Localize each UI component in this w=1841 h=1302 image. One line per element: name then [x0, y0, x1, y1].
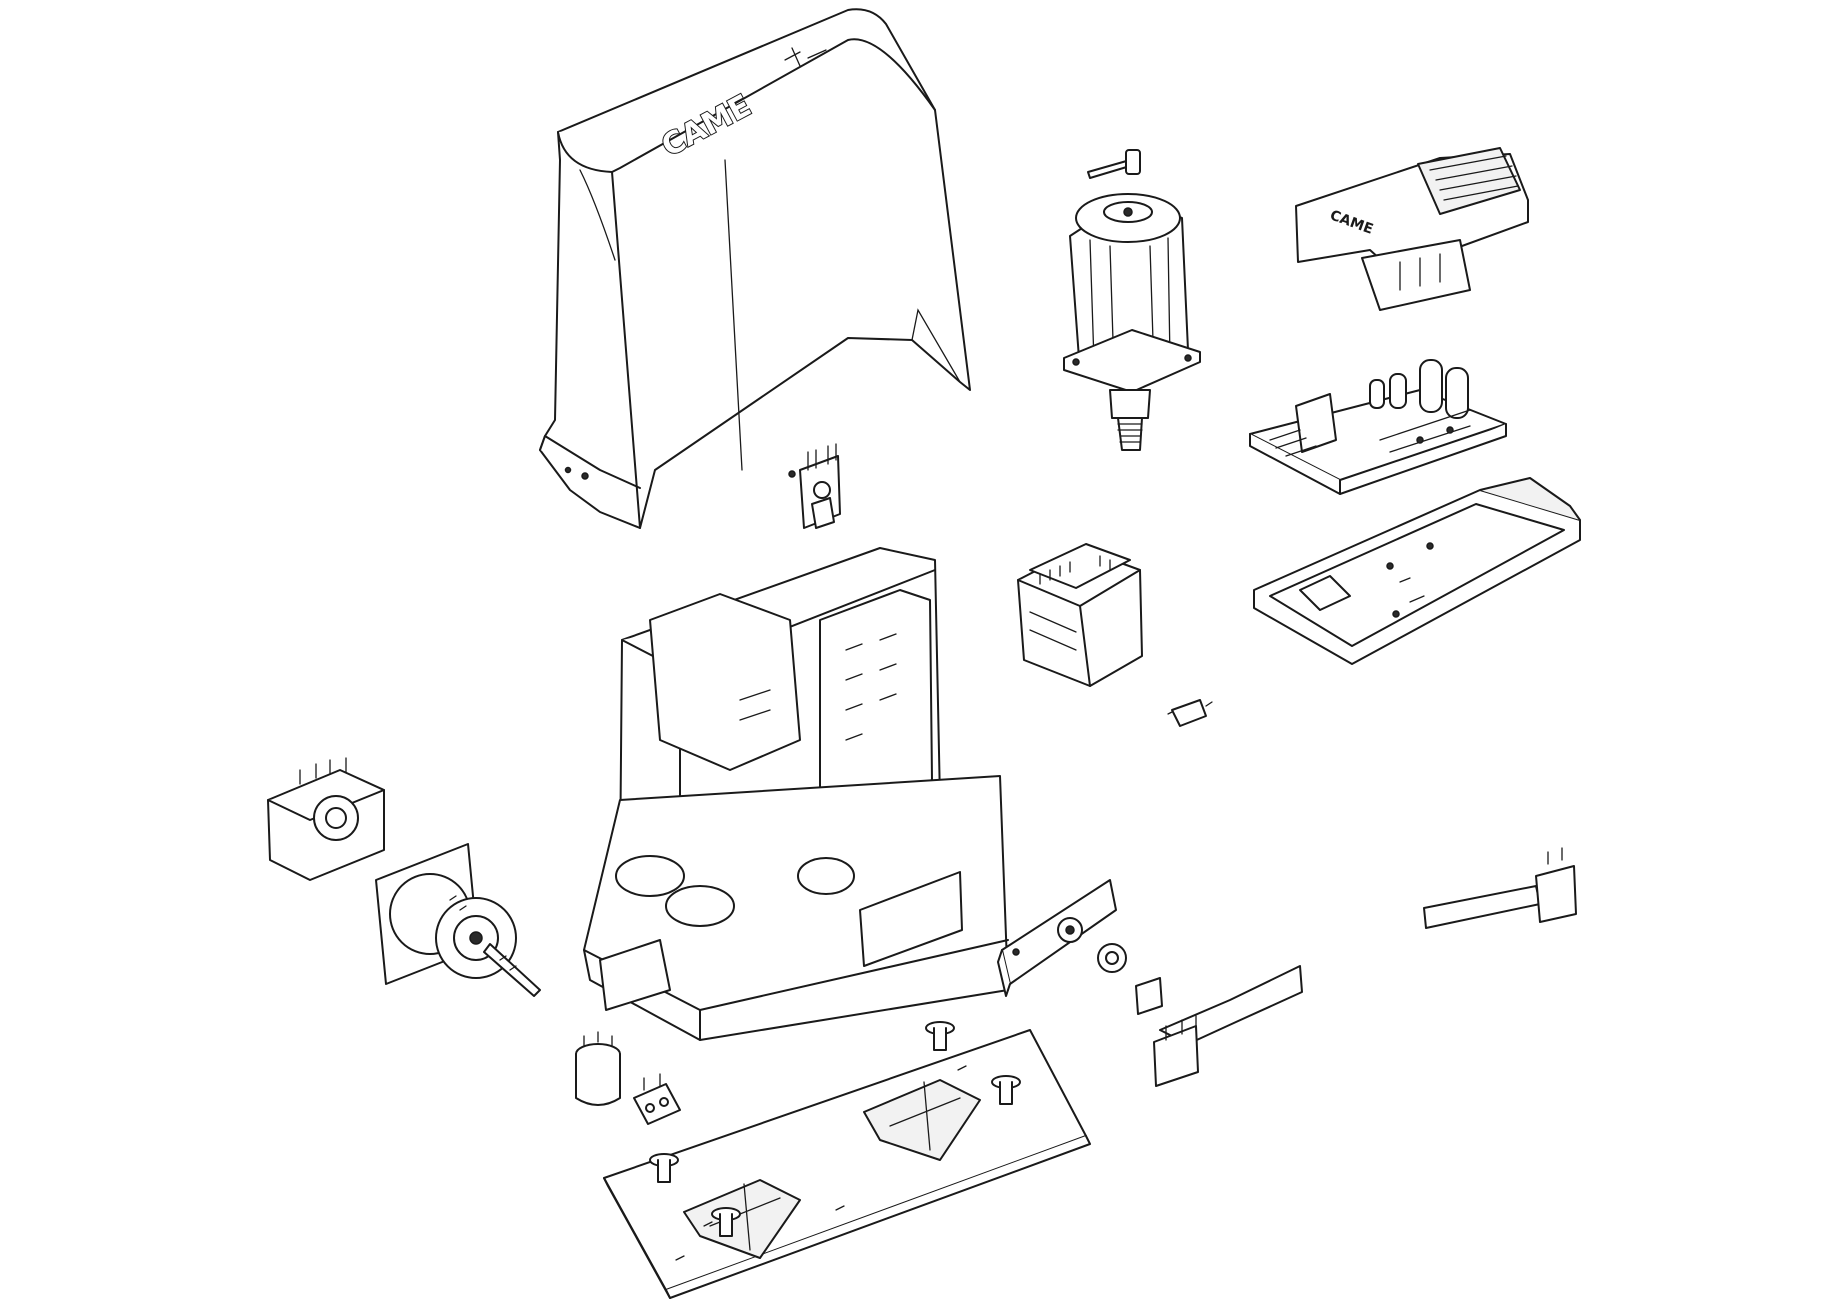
gearbox-icon [583, 547, 1009, 1041]
base-plate-icon [603, 1021, 1091, 1299]
transformer-icon [1017, 543, 1143, 687]
encoder-icon [267, 757, 385, 881]
board-cover-icon: CAME [1295, 147, 1529, 311]
bracket-icon [788, 443, 841, 529]
lock-icon [1097, 943, 1163, 1015]
release-panel-icon [997, 879, 1117, 997]
lever-icon [1153, 965, 1303, 1087]
motor-icon [1063, 193, 1201, 451]
fuse-icon [1167, 699, 1213, 727]
circuit-board-icon [1249, 359, 1507, 495]
gear-icon [375, 843, 541, 997]
limit-lever-icon [1423, 847, 1577, 929]
brand-mark-icon [784, 47, 827, 67]
coupler-icon [575, 1031, 621, 1106]
cover-housing-icon: CAME [539, 8, 971, 529]
tray-icon [1253, 477, 1581, 665]
stud-icon [649, 1021, 1021, 1237]
terminal-block-icon [633, 1073, 681, 1125]
key-icon [1087, 149, 1141, 179]
